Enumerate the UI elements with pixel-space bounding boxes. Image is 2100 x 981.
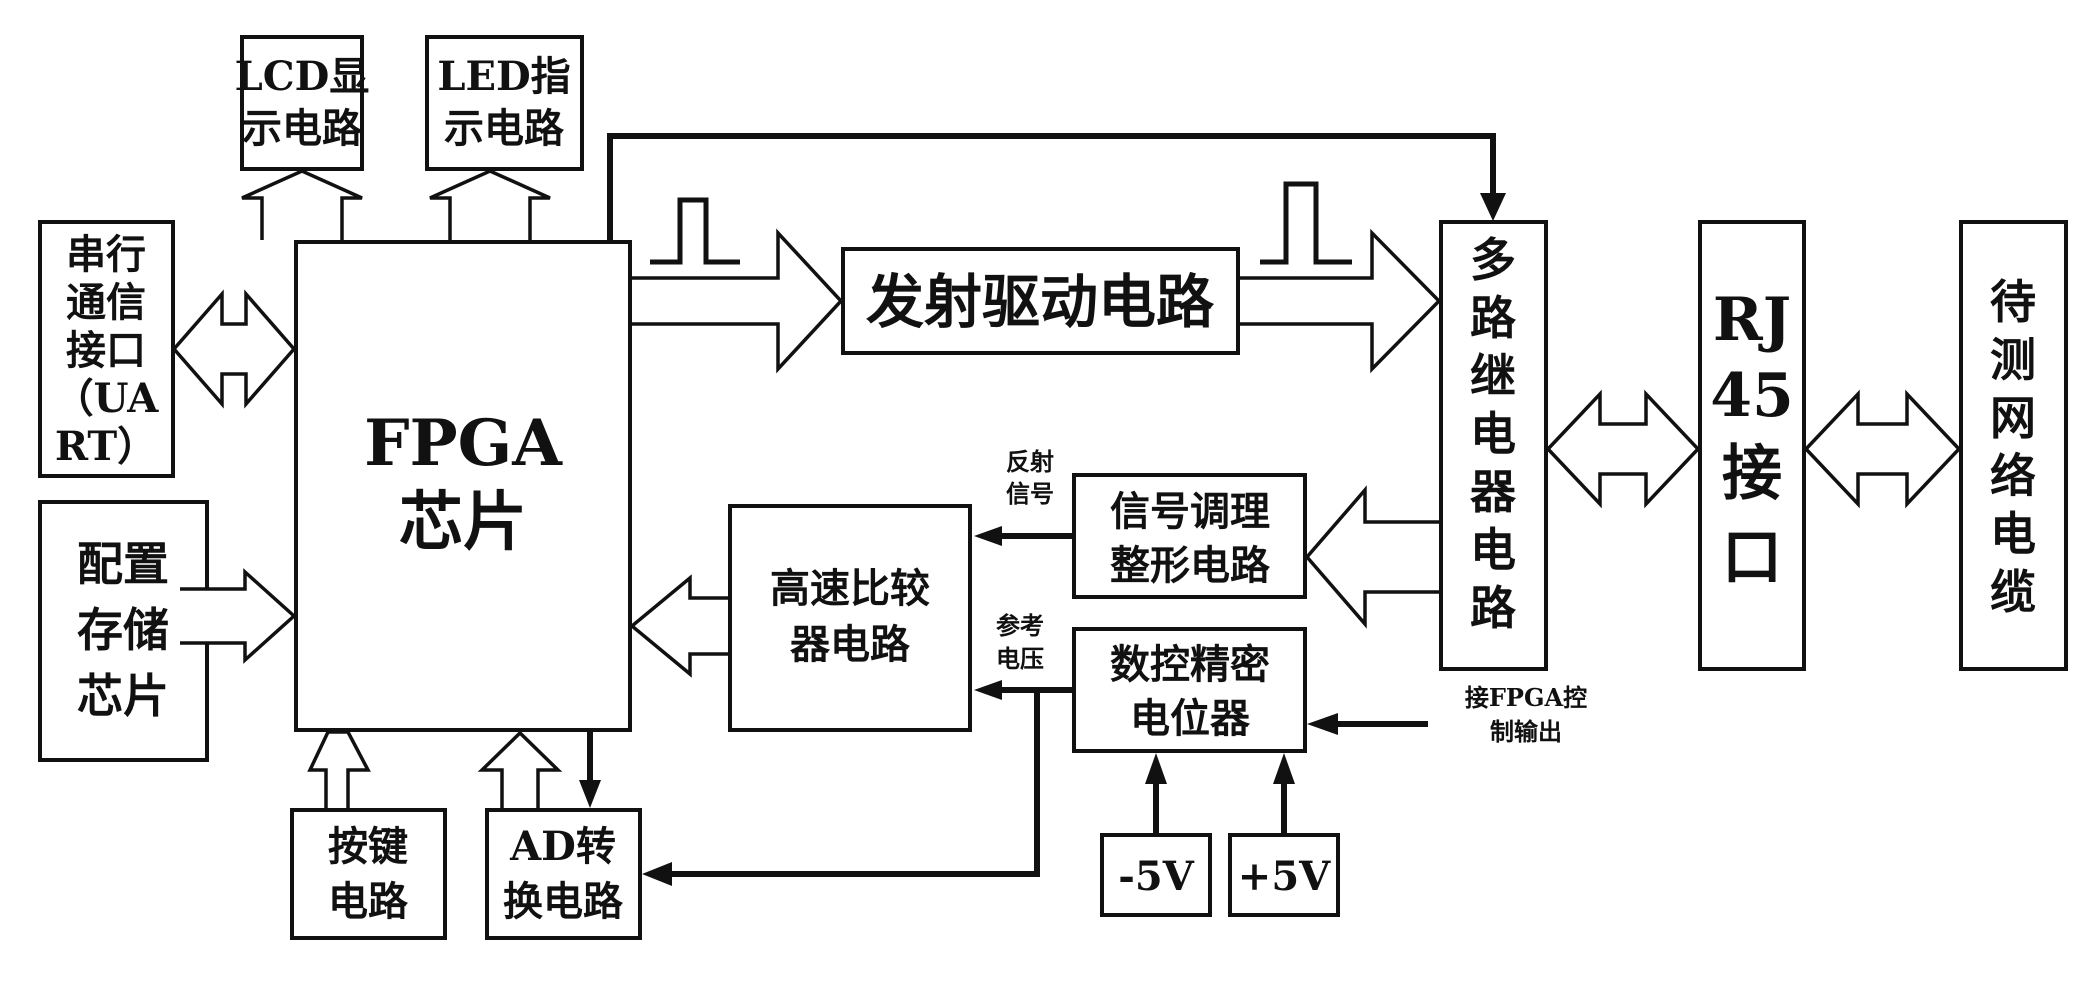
pos5v-to-digipot-arrowhead <box>1273 753 1295 784</box>
fpga-control-output-label-line2: 制输出 <box>1490 717 1562 746</box>
led-indicator-label-line2: 示电路 <box>444 105 565 152</box>
fpga-to-relay-control-wire <box>610 136 1493 242</box>
fpga-control-output-label-line1: 接FPGA控 <box>1465 683 1587 712</box>
fpga-to-tx-driver-bus-arrow <box>632 233 841 369</box>
config-storage-label-line1: 配置 <box>77 537 169 591</box>
config-storage-label-line2: 存储 <box>77 603 169 657</box>
uart-block: 串行 通信 接口 （UA RT） <box>40 222 173 476</box>
cable-label-char6: 缆 <box>1990 565 2036 619</box>
reflected-signal-label-line2: 信号 <box>1006 479 1054 508</box>
comparator-label-line2: 器电路 <box>790 621 911 668</box>
uart-label-line3: 接口 <box>66 327 146 374</box>
reflected-signal-arrowhead <box>974 526 1002 546</box>
tx-driver-block: 发射驱动电路 <box>843 249 1238 353</box>
fpga-to-lcd-bus-arrow <box>242 171 362 240</box>
keypad-block: 按键 电路 <box>292 810 445 938</box>
cable-label-char4: 络 <box>1990 449 2036 503</box>
rj45-label-line3: 接 <box>1722 439 1782 509</box>
comparator-block: 高速比较 器电路 <box>730 506 970 730</box>
rj45-cable-bidirectional-bus-arrow <box>1806 394 1959 504</box>
fpga-chip-block: FPGA 芯片 <box>296 242 630 730</box>
reflected-signal-label: 反射 信号 <box>1006 447 1054 508</box>
lcd-display-label-line2: 示电路 <box>242 105 363 152</box>
reference-voltage-label-line2: 电压 <box>996 644 1044 673</box>
adc-label-line2: 换电路 <box>503 878 624 925</box>
relay-label-char6: 电 <box>1470 523 1516 577</box>
config-storage-label-line3: 芯片 <box>77 669 169 723</box>
relay-label-char7: 路 <box>1470 581 1517 635</box>
fpga-to-relay-control-arrowhead <box>1480 193 1506 221</box>
comparator-to-fpga-bus-arrow <box>632 578 728 674</box>
reference-voltage-arrowhead <box>974 680 1002 700</box>
adc-label-line1: AD转 <box>509 823 616 870</box>
tx-driver-label: 发射驱动电路 <box>866 268 1215 336</box>
adc-block: AD转 换电路 <box>487 810 640 938</box>
uart-label-line4: （UA <box>54 375 160 422</box>
fpga-to-led-bus-arrow <box>430 171 550 240</box>
keypad-label-line2: 电路 <box>328 878 409 925</box>
cable-label-char1: 待 <box>1990 275 2036 329</box>
reference-voltage-label-line1: 参考 <box>996 611 1044 640</box>
fpga-control-output-label: 接FPGA控 制输出 <box>1465 683 1587 746</box>
cable-label-char5: 电 <box>1990 507 2036 561</box>
fpga-to-adc-arrowhead <box>579 780 601 808</box>
rj45-label-line4: 口 <box>1722 523 1782 593</box>
reference-to-adc-arrowhead <box>642 862 672 886</box>
cable-label-char2: 测 <box>1990 333 2036 387</box>
tx-pulse-waveform-right <box>1260 184 1352 262</box>
uart-fpga-bidirectional-bus-arrow <box>174 294 294 404</box>
negative-5v-label: -5V <box>1118 853 1194 900</box>
relay-to-conditioning-bus-arrow <box>1307 490 1439 624</box>
cable-label-char3: 网 <box>1990 391 2036 445</box>
relay-rj45-bidirectional-bus-arrow <box>1548 394 1698 504</box>
lcd-display-label-line1: LCD显 <box>235 53 370 100</box>
lcd-display-block: LCD显 示电路 <box>235 37 370 169</box>
rj45-label-line2: 45 <box>1710 361 1794 431</box>
adc-to-fpga-bus-arrow <box>482 733 558 808</box>
neg5v-to-digipot-arrowhead <box>1145 753 1167 784</box>
keypad-label-line1: 按键 <box>328 823 408 870</box>
relay-label-char5: 器 <box>1470 465 1517 519</box>
led-indicator-label-line1: LED指 <box>437 53 570 100</box>
uart-label-line2: 通信 <box>66 279 146 326</box>
uart-label-line1: 串行 <box>66 231 146 278</box>
relay-label-char4: 电 <box>1470 407 1516 461</box>
fpga-chip-label-line1: FPGA <box>364 406 563 481</box>
positive-5v-label: +5V <box>1238 853 1331 900</box>
digital-potentiometer-label-line1: 数控精密 <box>1110 641 1270 688</box>
fpga-control-to-digipot-arrowhead <box>1307 713 1338 735</box>
rj45-block: RJ 45 接 口 <box>1700 222 1804 669</box>
digital-potentiometer-label-line2: 电位器 <box>1130 695 1251 742</box>
tx-pulse-waveform-left <box>650 200 740 262</box>
uart-label-line5: RT） <box>55 423 157 470</box>
signal-conditioning-block: 信号调理 整形电路 <box>1074 475 1305 597</box>
relay-label-char2: 路 <box>1470 291 1517 345</box>
tx-driver-to-relay-bus-arrow <box>1240 233 1439 369</box>
reference-voltage-label: 参考 电压 <box>996 611 1044 673</box>
fpga-chip-label-line2: 芯片 <box>399 485 527 560</box>
positive-5v-supply-block: +5V <box>1230 835 1338 915</box>
negative-5v-supply-block: -5V <box>1102 835 1210 915</box>
digital-potentiometer-block: 数控精密 电位器 <box>1074 629 1305 751</box>
reflected-signal-label-line1: 反射 <box>1006 447 1054 476</box>
relay-block: 多 路 继 电 器 电 路 <box>1441 222 1546 669</box>
signal-conditioning-label-line2: 整形电路 <box>1110 542 1271 589</box>
led-indicator-block: LED指 示电路 <box>427 37 582 169</box>
rj45-label-line1: RJ <box>1713 285 1791 355</box>
keypad-to-fpga-bus-arrow <box>310 732 368 808</box>
relay-label-char3: 继 <box>1470 349 1516 403</box>
signal-conditioning-label-line1: 信号调理 <box>1110 488 1270 535</box>
relay-label-char1: 多 <box>1470 233 1516 287</box>
comparator-label-line1: 高速比较 <box>770 565 930 612</box>
cable-under-test-block: 待 测 网 络 电 缆 <box>1961 222 2066 669</box>
